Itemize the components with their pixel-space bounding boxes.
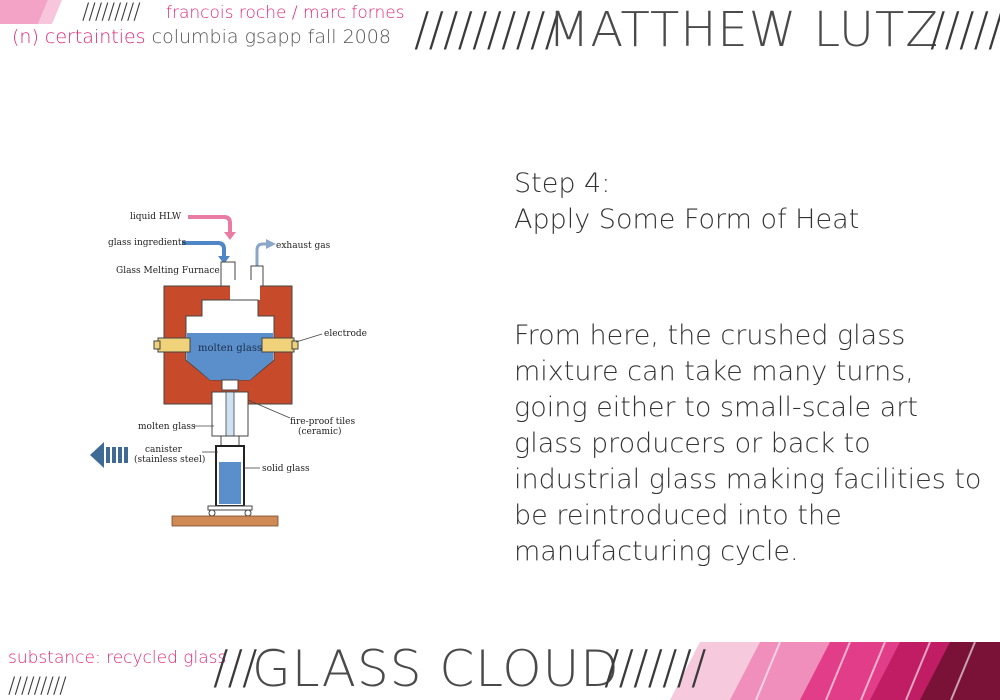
glass-ingredients-label: glass ingredients xyxy=(108,238,187,248)
step-heading: Step 4: Apply Some Form of Heat xyxy=(514,166,859,238)
step-number: Step 4: xyxy=(514,168,611,199)
footer-slashes-right: /////// xyxy=(604,640,706,694)
fireproof-label-2: (ceramic) xyxy=(298,426,342,437)
footer-slashes-small: ///////// xyxy=(8,674,67,699)
furnace-label: Glass Melting Furnace xyxy=(116,266,220,276)
author-name: MATTHEW LUTZ xyxy=(548,2,940,58)
step-title: Apply Some Form of Heat xyxy=(514,204,860,235)
course-details: columbia gsapp fall 2008 xyxy=(151,26,391,48)
molten-glass-inside-label: molten glass xyxy=(198,343,262,354)
exhaust-gas-arrowhead xyxy=(266,239,276,249)
header-slashes-left: ///////// xyxy=(82,0,141,25)
course-label: (n) certainties columbia gsapp fall 2008 xyxy=(12,26,391,48)
glass-ingredients-arrowhead xyxy=(218,256,230,264)
substance-label: substance: recycled glass xyxy=(8,648,227,668)
footer-stripe-graphic xyxy=(670,642,1000,700)
canister-label-2: (stainless steel) xyxy=(134,454,205,465)
header-slashes-right: ///// xyxy=(930,2,1000,56)
canister-label-1: canister xyxy=(145,445,183,455)
electrode-right xyxy=(261,337,295,353)
footer-slashes-left: /// xyxy=(213,640,257,694)
instructors-label: francois roche / marc fornes xyxy=(166,3,405,23)
electrode-left xyxy=(157,337,191,353)
molten-glass-label: molten glass xyxy=(138,422,196,432)
body-paragraph: From here, the crushed glass mixture can… xyxy=(514,320,982,567)
solid-glass-label: solid glass xyxy=(262,464,310,474)
header-slashes-mid: ////////// xyxy=(414,2,560,56)
exhaust-gas-label: exhaust gas xyxy=(276,241,331,251)
course-highlight: (n) certainties xyxy=(12,26,146,48)
project-title: GLASS CLOUD xyxy=(252,640,620,698)
cart-base xyxy=(171,515,279,527)
header-stripe-graphic xyxy=(0,0,62,24)
arrow-left-icon[interactable] xyxy=(90,442,132,468)
molten-glass-fill xyxy=(187,333,273,380)
liquid-hlw-label: liquid HLW xyxy=(130,212,182,222)
electrode-label: electrode xyxy=(324,329,367,339)
liquid-hlw-arrowhead xyxy=(224,232,236,240)
glass-ingredients-arrow xyxy=(182,241,226,258)
glass-furnace-diagram: liquid HLW glass ingredients exhaust gas… xyxy=(108,212,367,527)
exhaust-gas-arrow xyxy=(255,242,268,268)
fireproof-label-1: fire-proof tiles xyxy=(290,417,355,427)
solid-glass-fill xyxy=(219,462,241,504)
liquid-hlw-arrow xyxy=(188,215,232,234)
